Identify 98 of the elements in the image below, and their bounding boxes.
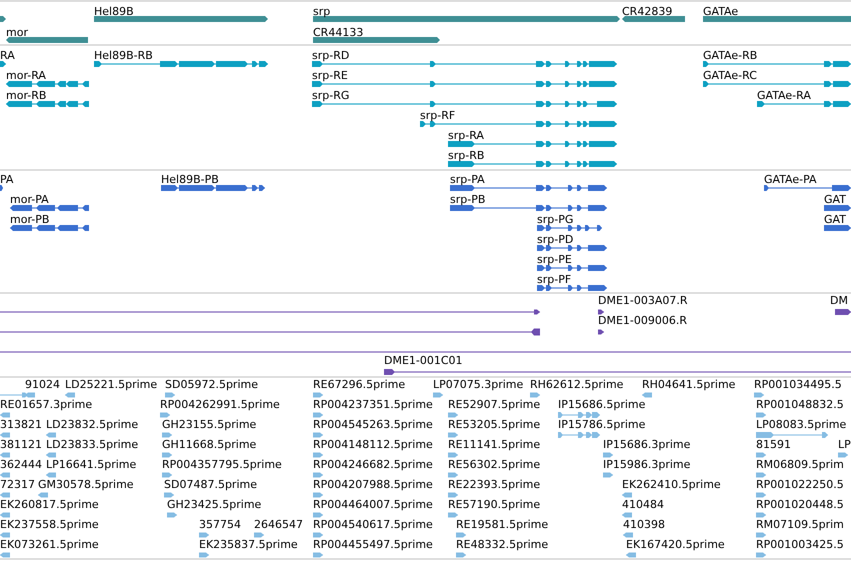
feature-label: IP15786.5prime <box>558 418 646 431</box>
feature-label: RP004464007.5prime <box>313 498 433 511</box>
feature-label: GH23155.5prime <box>162 418 256 431</box>
feature-label: RE53205.5prime <box>448 418 540 431</box>
feature-label: mor-PA <box>10 193 49 206</box>
feature-label: 81591 <box>756 438 791 451</box>
feature-label: RE48332.5prime <box>456 538 548 551</box>
feature-label: mor-RA <box>6 69 46 82</box>
feature-label: CR42839 <box>622 5 672 18</box>
feature-label: RE11141.5prime <box>448 438 540 451</box>
feature-label: GATAe-RB <box>703 49 758 62</box>
feature-label: GATAe-RC <box>703 69 757 82</box>
feature-label: LD25221.5prime <box>65 378 158 391</box>
feature-label: IP15686.5prime <box>558 398 646 411</box>
feature-label: srp-RA <box>448 129 484 142</box>
feature-label: GH23425.5prime <box>167 498 262 511</box>
feature-label: GH11668.5prime <box>162 438 256 451</box>
feature-label: Hel89B <box>94 5 134 18</box>
feature-label: RE19581.5prime <box>456 518 548 531</box>
feature-label: srp-RF <box>420 109 456 122</box>
feature-label: RE52907.5prime <box>448 398 540 411</box>
feature-label: DM <box>830 294 848 307</box>
feature-label: RP004455497.5prime <box>313 538 433 551</box>
feature-label: SD07487.5prime <box>164 478 257 491</box>
feature-label: RE56302.5prime <box>448 458 540 471</box>
feature-label: RP001020448.5 <box>756 498 844 511</box>
feature-label: mor-RB <box>6 89 46 102</box>
feature-label: RA <box>0 49 15 62</box>
feature-label: srp-RB <box>448 149 484 162</box>
feature-label: IP15686.3prime <box>603 438 690 451</box>
feature-label: LP07075.3prime <box>433 378 524 391</box>
feature-label: LP <box>838 438 851 451</box>
feature-label: RH04641.5prime <box>642 378 736 391</box>
feature-label: DME1-003A07.R <box>598 294 688 307</box>
feature-label: LD23833.5prime <box>46 438 138 451</box>
feature-label: RE57190.5prime <box>448 498 540 511</box>
feature-label: srp-PE <box>537 253 572 266</box>
feature-label: srp <box>313 5 330 18</box>
feature-label: RE67296.5prime <box>313 378 406 391</box>
feature-label: srp-PB <box>450 193 486 206</box>
feature-label: RM07109.5prim <box>756 518 844 531</box>
feature-label: 91024 <box>25 378 60 391</box>
feature-label: RP004246682.5prime <box>313 458 433 471</box>
feature-label: srp-PD <box>537 233 574 246</box>
feature-label: RP004148112.5prime <box>313 438 433 451</box>
feature-label: RM06809.5prim <box>756 458 844 471</box>
feature-label: 362444 <box>0 458 42 471</box>
feature-label: SD05972.5prime <box>165 378 258 391</box>
feature-label: srp-PA <box>450 173 485 186</box>
feature-label: mor-PB <box>10 213 50 226</box>
feature-label: 2646547 <box>254 518 303 531</box>
feature-label: srp-PG <box>537 213 574 226</box>
feature-label: GAT <box>824 193 846 206</box>
feature-label: RP004357795.5prime <box>162 458 282 471</box>
feature-label: RP004262991.5prime <box>160 398 280 411</box>
feature-label: LP08083.5prime <box>756 418 846 431</box>
feature-label: RP001022250.5 <box>756 478 844 491</box>
feature-label: RP004540617.5prime <box>313 518 433 531</box>
feature-label: RP001034495.5 <box>754 378 842 391</box>
feature-label: GAT <box>824 213 846 226</box>
feature-label: srp-RG <box>312 89 350 102</box>
feature-label: LP16641.5prime <box>46 458 136 471</box>
feature-label: RE22393.5prime <box>448 478 540 491</box>
feature-label: RP004545263.5prime <box>313 418 433 431</box>
feature-label: PA <box>0 173 14 186</box>
feature-label: Hel89B-RB <box>94 49 153 62</box>
feature-label: GM30578.5prime <box>38 478 134 491</box>
feature-label: GATAe <box>703 5 738 18</box>
feature-label: RP004207988.5prime <box>313 478 433 491</box>
feature-label: EK260817.5prime <box>0 498 99 511</box>
feature-label: mor <box>6 26 28 39</box>
feature-label: EK073261.5prime <box>0 538 99 551</box>
feature-label: 410398 <box>623 518 665 531</box>
feature-label: EK237558.5prime <box>0 518 99 531</box>
feature-label: RP001048832.5 <box>756 398 844 411</box>
feature-label: srp-RE <box>312 69 348 82</box>
feature-label: RP001003425.5 <box>756 538 844 551</box>
feature-label: GATAe-RA <box>757 89 811 102</box>
feature-label: srp-RD <box>312 49 350 62</box>
feature-label: srp-PF <box>537 273 572 286</box>
feature-label: 357754 <box>199 518 241 531</box>
feature-label: EK167420.5prime <box>626 538 725 551</box>
feature-label: EK262410.5prime <box>622 478 721 491</box>
feature-label: LD23832.5prime <box>46 418 138 431</box>
feature-label: 313821 <box>0 418 42 431</box>
feature-label: GATAe-PA <box>764 173 817 186</box>
feature-label: EK235837.5prime <box>199 538 298 551</box>
feature-label: IP15986.3prime <box>603 458 690 471</box>
feature-label: 381121 <box>0 438 42 451</box>
feature-label: RH62612.5prime <box>530 378 624 391</box>
feature-label: Hel89B-PB <box>161 173 219 186</box>
feature-label: 72317 <box>0 478 35 491</box>
feature-label: DME1-001C01 <box>384 354 463 367</box>
feature-label: DME1-009006.R <box>598 314 688 327</box>
feature-label: 410484 <box>622 498 664 511</box>
feature-label: CR44133 <box>313 26 364 39</box>
feature-label: RP004237351.5prime <box>313 398 433 411</box>
feature-label: RE01657.3prime <box>0 398 92 411</box>
